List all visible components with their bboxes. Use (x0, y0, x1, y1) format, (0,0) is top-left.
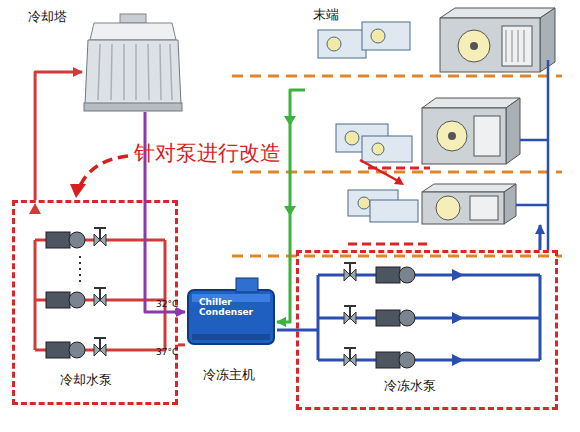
node-title: 冷却塔 (28, 10, 67, 25)
callout-text: 针对泵进行改造 (134, 142, 281, 165)
pump-art (29, 203, 165, 358)
node-title: Chiller Condenser (199, 297, 257, 318)
cooling-tower: 冷却塔 (82, 20, 182, 112)
node-title: 末端 (313, 8, 339, 23)
flow-arrow (284, 116, 296, 216)
pipe-connector (178, 343, 185, 346)
terminal-art (318, 8, 555, 250)
temperature-label: 32°C (156, 300, 178, 310)
pipe-connector (35, 72, 82, 200)
temperature-label: 37°C (156, 348, 178, 358)
chiller-art (188, 278, 274, 344)
pipe-connector (538, 225, 541, 250)
cooling-tower-art (84, 14, 182, 111)
pipe-connector (277, 90, 305, 322)
node-title: 冷却水泵 (60, 373, 112, 388)
pipe-connector (277, 329, 296, 332)
terminal-units: 末端 (305, 2, 557, 225)
pump-group: 冷冻水泵 (296, 250, 558, 410)
node-label: 冷冻主机 (203, 368, 255, 383)
chiller: Chiller Condenser 冷冻主机 (185, 284, 277, 390)
node-title: 冷冻水泵 (384, 379, 436, 394)
pump-art (296, 263, 540, 368)
zone-divider (232, 76, 562, 256)
pump-group: 冷却水泵 (12, 200, 178, 405)
